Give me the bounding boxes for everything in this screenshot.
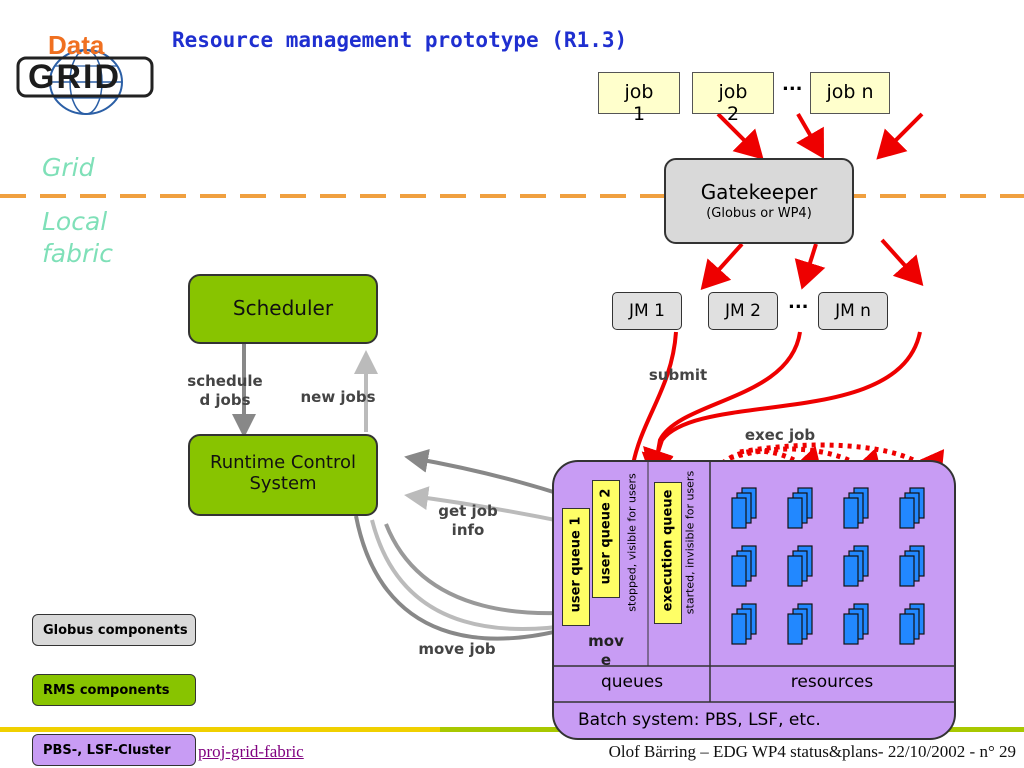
job-1-box: job 1: [598, 72, 680, 125]
resource-node-icon: [899, 603, 925, 645]
get-job-info-label: get job info: [426, 502, 510, 540]
jm-1-box: JM 1: [612, 292, 682, 330]
resource-node-icon: [787, 603, 813, 645]
get-job-info-line1: get job: [438, 502, 498, 520]
footer-credit: Olof Bärring – EDG WP4 status&plans- 22/…: [608, 742, 1016, 761]
job-n-box: job n: [810, 72, 890, 114]
jobs-ellipsis: ...: [782, 74, 803, 95]
job-2-line2: 2: [726, 103, 740, 125]
scheduler-box: Scheduler: [188, 274, 378, 344]
batch-dividers: [554, 462, 954, 703]
resource-node-icon: [899, 487, 925, 529]
user-queue-1: user queue 1: [562, 508, 590, 626]
get-job-info-line2: info: [451, 521, 485, 539]
resource-node-icon: [843, 545, 869, 587]
move-line1: mov: [588, 632, 624, 650]
move-line2: e: [600, 651, 612, 669]
zone-fabric-label: fabric: [42, 239, 113, 268]
runtime-line1: Runtime Control: [210, 452, 356, 473]
user-queue-1-label: user queue 1: [568, 516, 584, 613]
jm-n-box: JM n: [818, 292, 888, 330]
jm-2-box: JM 2: [708, 292, 778, 330]
resource-node-icon: [787, 487, 813, 529]
resource-node-icon: [843, 603, 869, 645]
gatekeeper-subtitle: (Globus or WP4): [706, 206, 812, 221]
job-2-line1: job: [718, 81, 748, 103]
legend-globus: Globus components: [32, 614, 196, 646]
gatekeeper-box: Gatekeeper (Globus or WP4): [664, 158, 854, 244]
job-n-line1: job n: [826, 81, 874, 103]
jm-ellipsis: ...: [788, 292, 809, 313]
resource-node-icon: [731, 487, 757, 529]
batch-system-label: Batch system: PBS, LSF, etc.: [578, 710, 821, 730]
job-2-box: job 2: [692, 72, 774, 125]
submit-label: submit: [648, 366, 708, 384]
execution-queue: execution queue: [654, 482, 682, 624]
user-queue-2-label: user queue 2: [598, 488, 614, 585]
exec-job-label: exec job: [744, 426, 816, 444]
resources-grid: [731, 487, 925, 645]
legend-rms: RMS components: [32, 674, 196, 706]
execution-queue-label: execution queue: [660, 489, 676, 612]
batch-system-box: user queue 1 user queue 2 stopped, visib…: [552, 460, 956, 740]
legend-cluster: PBS-, LSF-Cluster: [32, 734, 196, 766]
move-label: mov e: [586, 632, 626, 670]
resource-node-icon: [731, 603, 757, 645]
resources-section-label: resources: [790, 672, 874, 692]
scheduler-label: Scheduler: [232, 296, 334, 320]
zone-grid-label: Grid: [42, 153, 95, 182]
job-1-line1: job: [624, 81, 654, 103]
resource-node-icon: [899, 545, 925, 587]
resource-node-icon: [731, 545, 757, 587]
started-note: started, invisible for users: [683, 470, 697, 615]
runtime-line2: System: [249, 473, 317, 494]
datagrid-logo: Data GRID: [14, 30, 156, 116]
resource-node-icon: [787, 545, 813, 587]
logo-word-grid: GRID: [28, 58, 121, 96]
globe-logo-icon: [16, 49, 154, 115]
runtime-control-box: Runtime Control System: [188, 434, 378, 516]
scheduled-jobs-line2: d jobs: [199, 391, 251, 409]
gatekeeper-to-jm-arrows: [700, 238, 924, 290]
new-jobs-label: new jobs: [300, 388, 376, 406]
resource-node-icon: [843, 487, 869, 529]
footer-link[interactable]: proj-grid-fabric: [198, 742, 304, 761]
zone-local-label: Local: [42, 207, 108, 236]
user-queue-2: user queue 2: [592, 480, 620, 598]
job-1-line2: 1: [632, 103, 646, 125]
move-job-label: move job: [418, 640, 496, 658]
scheduled-jobs-line1: schedule: [187, 372, 263, 390]
gatekeeper-title: Gatekeeper: [700, 180, 818, 204]
job-to-gatekeeper-arrows: [716, 112, 924, 160]
logo-word-data: Data: [48, 30, 105, 60]
scheduled-jobs-label: schedule d jobs: [180, 372, 270, 410]
queues-section-label: queues: [600, 672, 664, 692]
stopped-note: stopped, visible for users: [625, 473, 639, 612]
page-title: Resource management prototype (R1.3): [172, 28, 628, 52]
